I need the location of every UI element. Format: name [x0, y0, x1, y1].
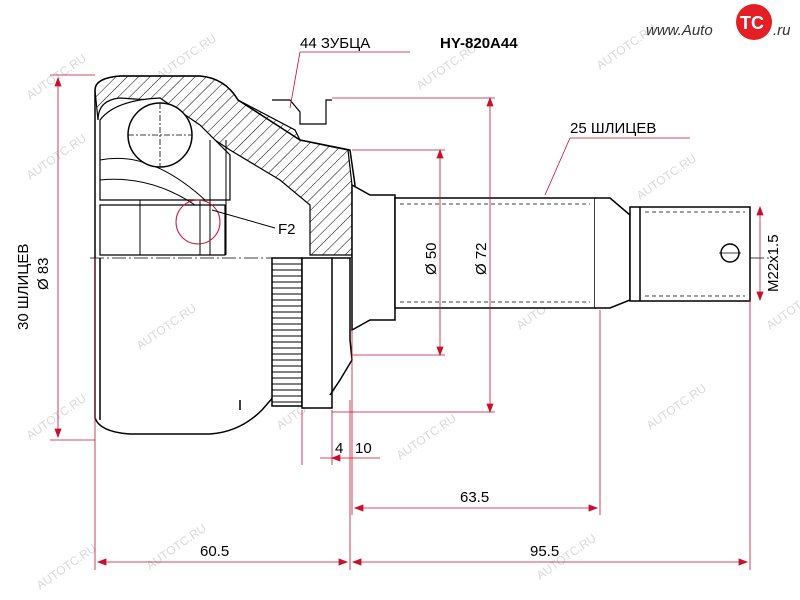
label-dia-72: Ø 72 — [473, 242, 490, 275]
f2-detail-circle — [175, 199, 221, 245]
label-inner-splines: 30 ШЛИЦЕВ — [15, 244, 32, 330]
watermark-13: AUTOTC.RU — [34, 541, 99, 592]
label-dim-10: 10 — [355, 440, 372, 457]
watermark-8: AUTOTC.RU — [134, 301, 199, 352]
label-inner-diameter: Ø 83 — [35, 257, 52, 290]
autotc-logo: www.Auto TC .ru — [646, 4, 791, 40]
labels: 44 ЗУБЦА HY-820A44 25 ШЛИЦЕВ 30 ШЛИЦЕВ Ø… — [15, 35, 782, 560]
label-teeth: 44 ЗУБЦА — [300, 35, 370, 52]
label-f2: F2 — [278, 221, 296, 238]
logo-badge-circle — [736, 4, 772, 40]
label-thread: M22x1.5 — [765, 234, 782, 292]
label-dia-50: Ø 50 — [423, 242, 440, 275]
thread-lines — [400, 203, 745, 303]
label-dim-63-5: 63.5 — [460, 489, 489, 506]
label-dim-60-5: 60.5 — [200, 543, 229, 560]
hatched-section — [94, 75, 353, 256]
logo-text: www.Auto — [646, 22, 713, 39]
logo-badge-text: TC — [740, 13, 764, 33]
label-outer-splines: 25 ШЛИЦЕВ — [570, 120, 656, 137]
f2-leader — [211, 209, 276, 229]
watermark-5: AUTOTC.RU — [24, 131, 89, 182]
logo-suffix: .ru — [773, 22, 791, 39]
dimensions — [50, 51, 764, 570]
watermark-2: AUTOTC.RU — [154, 31, 219, 82]
tone-ring — [271, 257, 353, 409]
label-dim-95-5: 95.5 — [530, 543, 559, 560]
stub-shaft — [351, 183, 751, 332]
watermark-1: AUTOTC.RU — [24, 51, 89, 102]
label-dim-4: 4 — [335, 440, 343, 457]
watermark-9: AUTOTC.RU — [24, 391, 89, 442]
watermark-6: AUTOTC.RU — [634, 151, 699, 202]
watermark-11: AUTOTC.RU — [394, 411, 459, 462]
part-number: HY-820A44 — [440, 35, 518, 52]
teeth-marker — [272, 99, 332, 125]
watermark-12: AUTOTC.RU — [644, 381, 709, 432]
